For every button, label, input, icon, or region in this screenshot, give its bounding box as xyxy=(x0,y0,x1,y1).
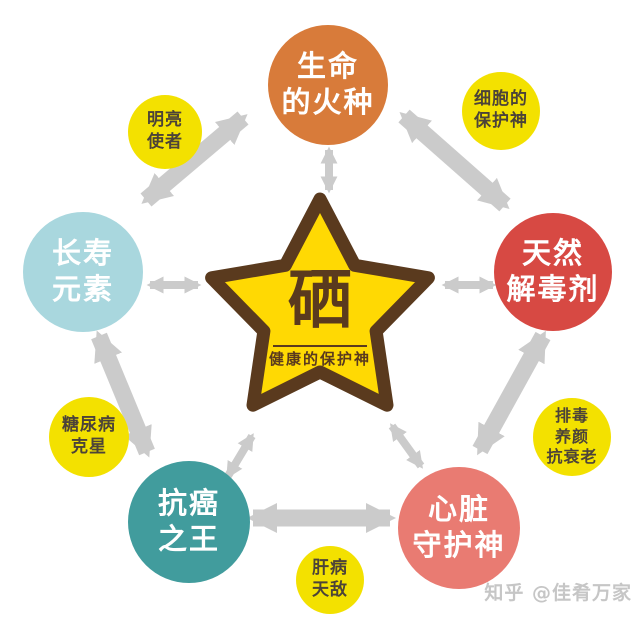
badge-detox-beauty-antiaging: 排毒 养颜 抗衰老 xyxy=(533,398,611,476)
selenium-symbol: 硒 xyxy=(288,264,352,338)
badge-bright-messenger: 明亮 使者 xyxy=(128,95,202,169)
node-line: 心脏 xyxy=(427,492,490,527)
badge-line: 抗衰老 xyxy=(546,447,598,467)
badge-diabetes-nemesis-label: 糖尿病 克星 xyxy=(62,415,116,459)
node-line: 生命 xyxy=(296,49,359,84)
node-heart-guardian: 心脏 守护神 xyxy=(398,467,520,589)
node-natural-detox-label: 天然 解毒剂 xyxy=(506,236,599,308)
node-line: 的火种 xyxy=(281,85,375,119)
badge-detox-beauty-antiaging-label: 排毒 养颜 抗衰老 xyxy=(546,406,597,467)
badge-line: 明亮 xyxy=(147,110,183,131)
badge-bright-messenger-label: 明亮 使者 xyxy=(147,110,183,154)
badge-line: 肝病 xyxy=(312,558,348,579)
node-line: 抗癌 xyxy=(157,486,220,521)
node-longevity-element: 长寿 元素 xyxy=(23,212,143,332)
node-line: 元素 xyxy=(51,272,114,306)
badge-line: 克星 xyxy=(71,437,107,457)
badge-cell-protector: 细胞的 保护神 xyxy=(462,72,540,150)
node-line: 守护神 xyxy=(412,528,506,562)
badge-line: 养颜 xyxy=(554,426,589,446)
node-heart-guardian-label: 心脏 守护神 xyxy=(412,492,505,564)
node-anticancer-king-label: 抗癌 之王 xyxy=(158,486,220,558)
center-star: 硒 健康的保护神 xyxy=(205,192,435,412)
badge-line: 排毒 xyxy=(554,406,589,426)
badge-line: 糖尿病 xyxy=(62,415,116,436)
node-line: 天然 xyxy=(521,236,584,271)
node-anticancer-king: 抗癌 之王 xyxy=(128,461,250,583)
badge-line: 保护神 xyxy=(474,111,528,131)
node-life-spark-label: 生命 的火种 xyxy=(281,49,374,121)
watermark: 知乎 @佳肴万家 xyxy=(484,582,632,604)
badge-line: 细胞的 xyxy=(474,89,528,110)
node-line: 解毒剂 xyxy=(506,272,600,306)
node-line: 之王 xyxy=(157,522,220,556)
badge-liver-nemesis-label: 肝病 天敌 xyxy=(312,558,348,602)
node-longevity-element-label: 长寿 元素 xyxy=(52,236,114,308)
badge-liver-nemesis: 肝病 天敌 xyxy=(296,546,364,614)
node-natural-detox: 天然 解毒剂 xyxy=(494,213,612,331)
star-tagline: 健康的保护神 xyxy=(269,350,371,368)
badge-line: 天敌 xyxy=(312,580,348,600)
badge-cell-protector-label: 细胞的 保护神 xyxy=(474,89,528,133)
badge-diabetes-nemesis: 糖尿病 克星 xyxy=(49,397,129,477)
badge-line: 使者 xyxy=(147,132,183,152)
star-shape xyxy=(205,192,435,412)
node-line: 长寿 xyxy=(51,236,114,271)
node-life-spark: 生命 的火种 xyxy=(268,25,388,145)
